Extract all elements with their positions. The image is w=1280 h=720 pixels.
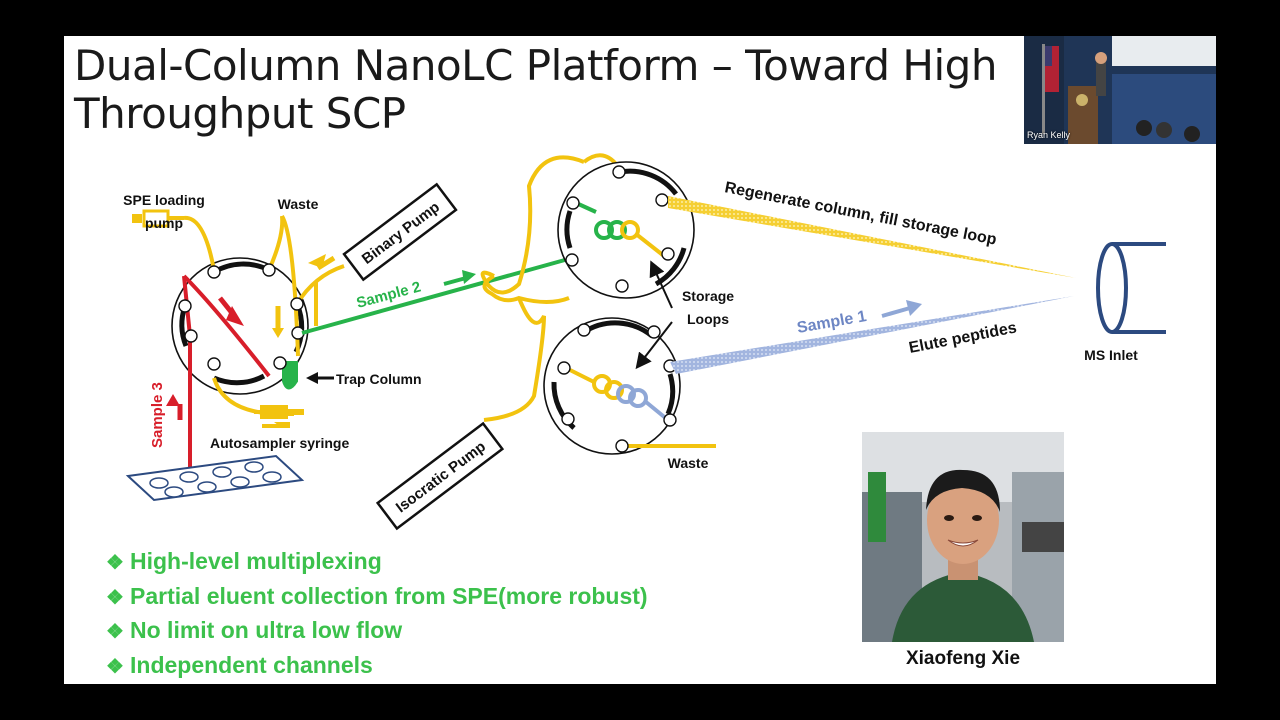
ms-inlet-icon (1096, 242, 1166, 334)
bullet-text: Independent channels (130, 651, 373, 678)
column-valve-1 (557, 161, 695, 299)
portrait-photo (862, 432, 1064, 642)
diamond-bullet-icon: ❖ (106, 586, 124, 609)
binary-pump-box: Binary Pump (342, 182, 458, 282)
ms-inlet-label: MS Inlet (1084, 347, 1138, 363)
spe-loading-pump-label-line1: SPE loading (123, 192, 205, 208)
storage-loops-label-line1: Storage (682, 288, 734, 304)
bullet-text: High-level multiplexing (130, 548, 382, 574)
spe-loading-pump-syringe (132, 209, 216, 271)
sample-plate (125, 454, 305, 502)
diamond-bullet-icon: ❖ (106, 655, 124, 678)
trap-column-label: Trap Column (336, 371, 422, 387)
isocratic-pump-label: Isocratic Pump (393, 438, 489, 516)
bullet-item: ❖ Partial eluent collection from SPE(more… (106, 579, 648, 614)
feature-bullet-list: ❖ High-level multiplexing ❖ Partial eluent… (106, 544, 648, 682)
bullet-item: ❖ Independent channels (106, 648, 648, 683)
waste-bottom-label: Waste (668, 455, 709, 471)
speaker-video-thumbnail[interactable]: Ryan Kelly (1024, 36, 1216, 144)
autosampler-syringe (254, 405, 304, 428)
presentation-slide: Dual-Column NanoLC Platform – Toward Hig… (64, 36, 1216, 684)
bullet-text: No limit on ultra low flow (130, 617, 403, 643)
storage-loops-label-line2: Loops (687, 311, 729, 327)
slide-title: Dual-Column NanoLC Platform – Toward Hig… (74, 41, 997, 138)
diamond-bullet-icon: ❖ (106, 552, 124, 574)
photo-caption: Xiaofeng Xie (905, 648, 1021, 669)
spe-loading-pump-label-line2: pump (145, 215, 183, 231)
bullet-item: ❖ High-level multiplexing (106, 544, 648, 579)
bullet-item: ❖ No limit on ultra low flow (106, 613, 648, 648)
speaker-name-label: Ryan Kelly (1027, 130, 1071, 140)
autosampler-syringe-label: Autosampler syringe (210, 435, 349, 451)
lc-platform-diagram: Binary Pump Isocratic Pump (123, 153, 1166, 531)
column-valve-2 (543, 317, 716, 455)
sample-2-label: Sample 2 (355, 278, 423, 311)
waste-top-label: Waste (278, 196, 319, 212)
diamond-bullet-icon: ❖ (106, 621, 124, 643)
sample-3-label: Sample 3 (149, 382, 166, 448)
bullet-text: Partial eluent collection from SPE(more … (130, 582, 648, 609)
isocratic-pump-box: Isocratic Pump (375, 421, 505, 531)
